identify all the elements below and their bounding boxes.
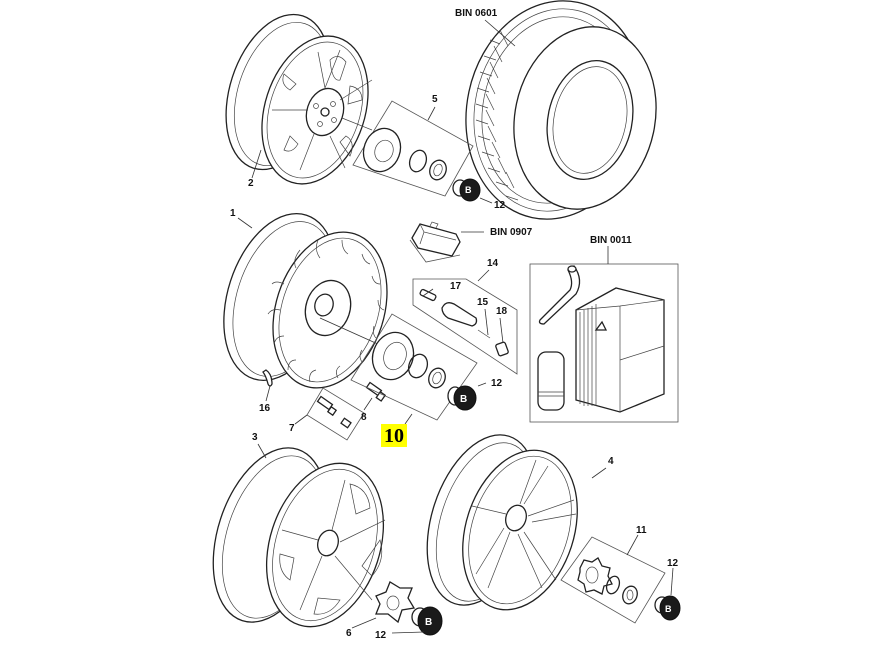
callout-6: 6 [346, 628, 352, 639]
callout-18: 18 [496, 306, 508, 317]
callout-8: 8 [361, 412, 367, 423]
bolt-7-box [306, 387, 365, 441]
callout-4: 4 [608, 456, 614, 467]
wheel-1-illustration [223, 212, 388, 389]
callout-7: 7 [289, 423, 295, 434]
callout-12-d: 12 [375, 630, 387, 641]
tyre-illustration [465, 0, 657, 220]
callout-15: 15 [477, 297, 489, 308]
callout-17: 17 [450, 281, 462, 292]
callout-bin-0907: BIN 0907 [490, 227, 533, 238]
kit-11-illustration [560, 536, 666, 624]
callout-2: 2 [248, 178, 254, 189]
badge-12-d: B [411, 606, 443, 636]
tpms-sensor-illustration [409, 221, 461, 263]
callout-12-b: 12 [491, 378, 503, 389]
callout-1: 1 [230, 208, 236, 219]
wheel-4-illustration [426, 434, 578, 611]
svg-text:B: B [465, 185, 472, 195]
callout-bin-0601: BIN 0601 [455, 8, 498, 19]
svg-text:B: B [460, 394, 467, 405]
svg-text:B: B [665, 604, 672, 614]
wheel-2-illustration [225, 13, 373, 185]
callout-5: 5 [432, 94, 438, 105]
highlighted-callout-10[interactable]: 10 [381, 424, 407, 447]
wheel-3-illustration [212, 447, 386, 628]
callout-11: 11 [636, 525, 647, 536]
kit-10-illustration: B [350, 313, 478, 425]
callout-16: 16 [259, 403, 271, 414]
callout-3: 3 [252, 432, 258, 443]
callout-bin-0011: BIN 0011 [590, 235, 632, 246]
callout-14: 14 [487, 258, 499, 269]
repair-kit-box [529, 246, 679, 423]
valve-kit-illustration [412, 278, 518, 375]
centre-cap-star-6 [375, 581, 416, 624]
badge-12-c: B [654, 595, 681, 621]
leader-lines [237, 19, 674, 634]
callout-12-c: 12 [667, 558, 679, 569]
svg-text:B: B [425, 617, 432, 628]
callout-12-a: 12 [494, 200, 506, 211]
kit-5-illustration: B [352, 100, 481, 202]
